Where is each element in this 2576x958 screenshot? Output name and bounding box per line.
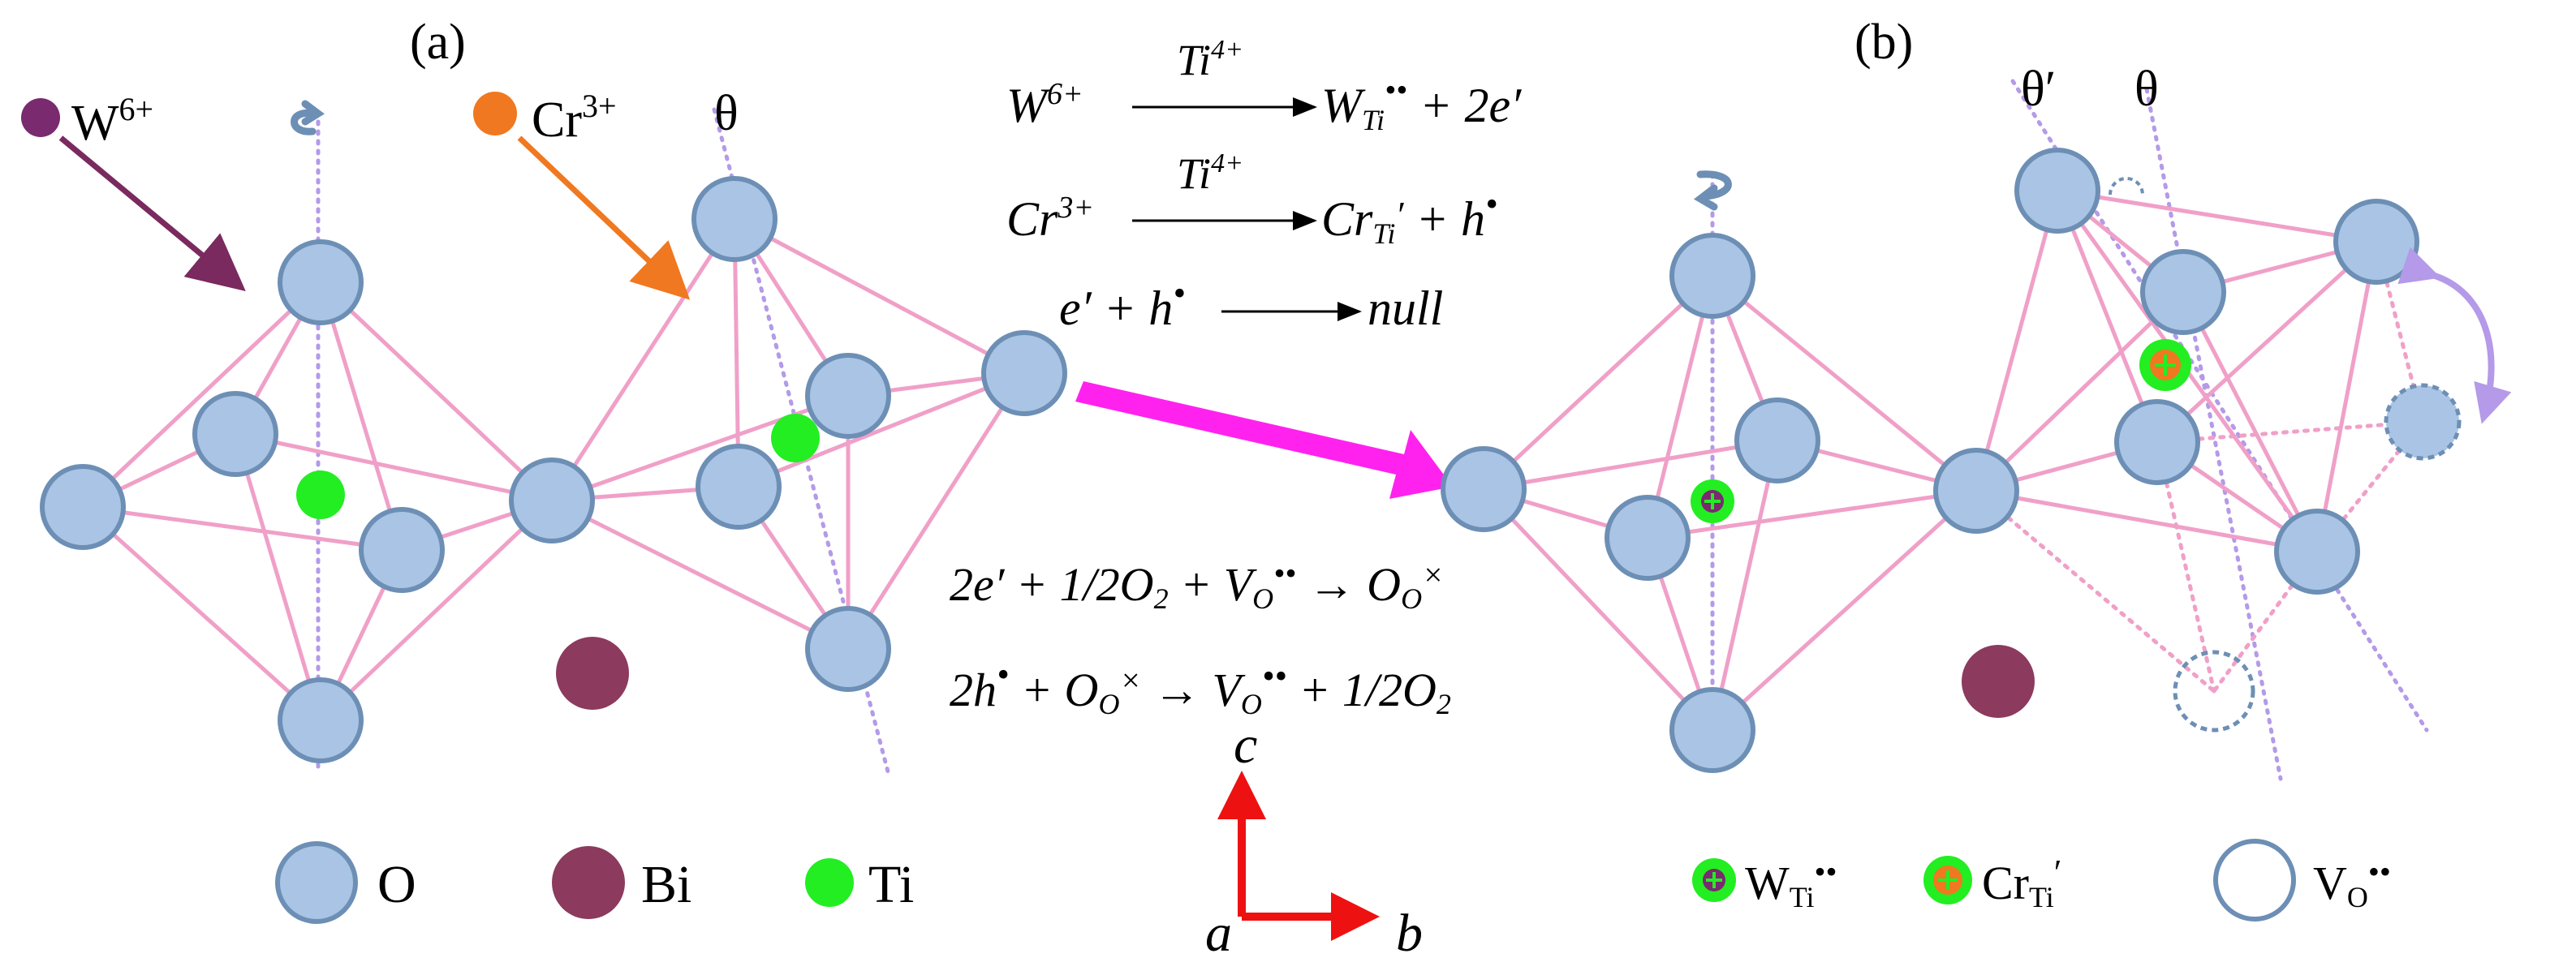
equations: W6+ Ti4+ WTi•• + 2e′ Cr3+ Ti4+ CrTi′ + h…	[950, 35, 1522, 720]
panel-b-oxygen-vacancy	[2173, 650, 2255, 732]
equation-2-over: Ti4+	[1177, 148, 1243, 198]
legend-cr-ti-swatch	[1923, 856, 1972, 904]
legend-cr-ti-label: CrTi′	[1982, 853, 2061, 913]
legend-bi-label: Bi	[641, 855, 691, 914]
equation-4: 2e′ + 1/2O2 + VO•• → OO×	[950, 555, 1444, 615]
legend-right: WTi•• CrTi′ VO••	[1692, 839, 2391, 921]
legend-ti-swatch	[805, 858, 854, 907]
legend-oxygen-label: O	[377, 855, 416, 914]
axis-b-label: b	[1396, 904, 1423, 958]
panel-b-bi-atom	[1962, 645, 2035, 718]
cr-ion-marker	[473, 92, 517, 135]
panel-a-ti-atom-1	[296, 470, 345, 519]
legend-w-ti-label: WTi••	[1745, 853, 1837, 913]
legend-bi-swatch	[552, 846, 625, 919]
panel-b-theta-axis	[2144, 87, 2283, 781]
cr-ion-arrow	[517, 135, 691, 300]
w-ion-label: W6+	[71, 91, 153, 151]
panel-b-rotation-arrow	[2397, 247, 2512, 424]
panel-a-ti-atom-2	[771, 414, 820, 462]
panel-a-theta-label: θ	[714, 86, 739, 141]
panel-b-rotation-icon	[1693, 170, 1732, 211]
axis-a-label: a	[1205, 904, 1232, 958]
panel-b-theta-prime-label: θ′	[2021, 62, 2056, 117]
legend-vacancy-label: VO••	[2313, 853, 2391, 913]
panel-b-theta-label: θ	[2134, 62, 2159, 117]
panel-b-w-ti-dopant	[1691, 479, 1734, 523]
axis-c-label: c	[1234, 715, 1257, 775]
panel-b: (b) θ′ θ	[1441, 15, 2512, 781]
panel-a-bi-atom	[556, 637, 629, 710]
transformation-arrow	[1075, 381, 1453, 499]
equation-2-lhs: Cr3+	[1006, 191, 1094, 246]
panel-a-rotation-icon	[291, 100, 325, 135]
equation-1-lhs: W6+	[1006, 77, 1083, 132]
equation-3-rhs: null	[1368, 281, 1443, 335]
panel-b-oxygen-atoms	[1441, 148, 2419, 773]
panel-b-cr-ti-dopant	[2139, 339, 2191, 391]
crystal-axes: c a b	[1205, 715, 1423, 958]
legend-vacancy-swatch	[2213, 839, 2296, 921]
panel-b-displaced-oxygen-small	[2109, 177, 2144, 195]
equation-5: 2h• + OO× → VO•• + 1/2O2	[950, 655, 1451, 720]
panel-a-label: (a)	[410, 15, 466, 70]
w-ion-arrow	[58, 135, 246, 291]
equation-1-over: Ti4+	[1177, 35, 1243, 84]
legend-w-ti-swatch	[1692, 858, 1736, 902]
equation-2-rhs: CrTi′ + h•	[1321, 184, 1497, 250]
legend-ti-label: Ti	[868, 855, 914, 914]
legend-left: O Bi Ti	[275, 841, 914, 924]
w-ion-marker	[21, 98, 60, 137]
panel-a-oxygen-atoms	[40, 176, 1067, 763]
equation-3-lhs: e′ + h•	[1059, 273, 1186, 335]
equation-1-rhs: WTi•• + 2e′	[1321, 71, 1522, 136]
cr-ion-label: Cr3+	[532, 88, 617, 148]
panel-b-label: (b)	[1854, 15, 1913, 70]
panel-b-displaced-oxygen	[2384, 383, 2462, 461]
legend-oxygen-swatch	[275, 841, 358, 924]
panel-a: W6+ Cr3+ θ (a)	[21, 15, 1067, 777]
